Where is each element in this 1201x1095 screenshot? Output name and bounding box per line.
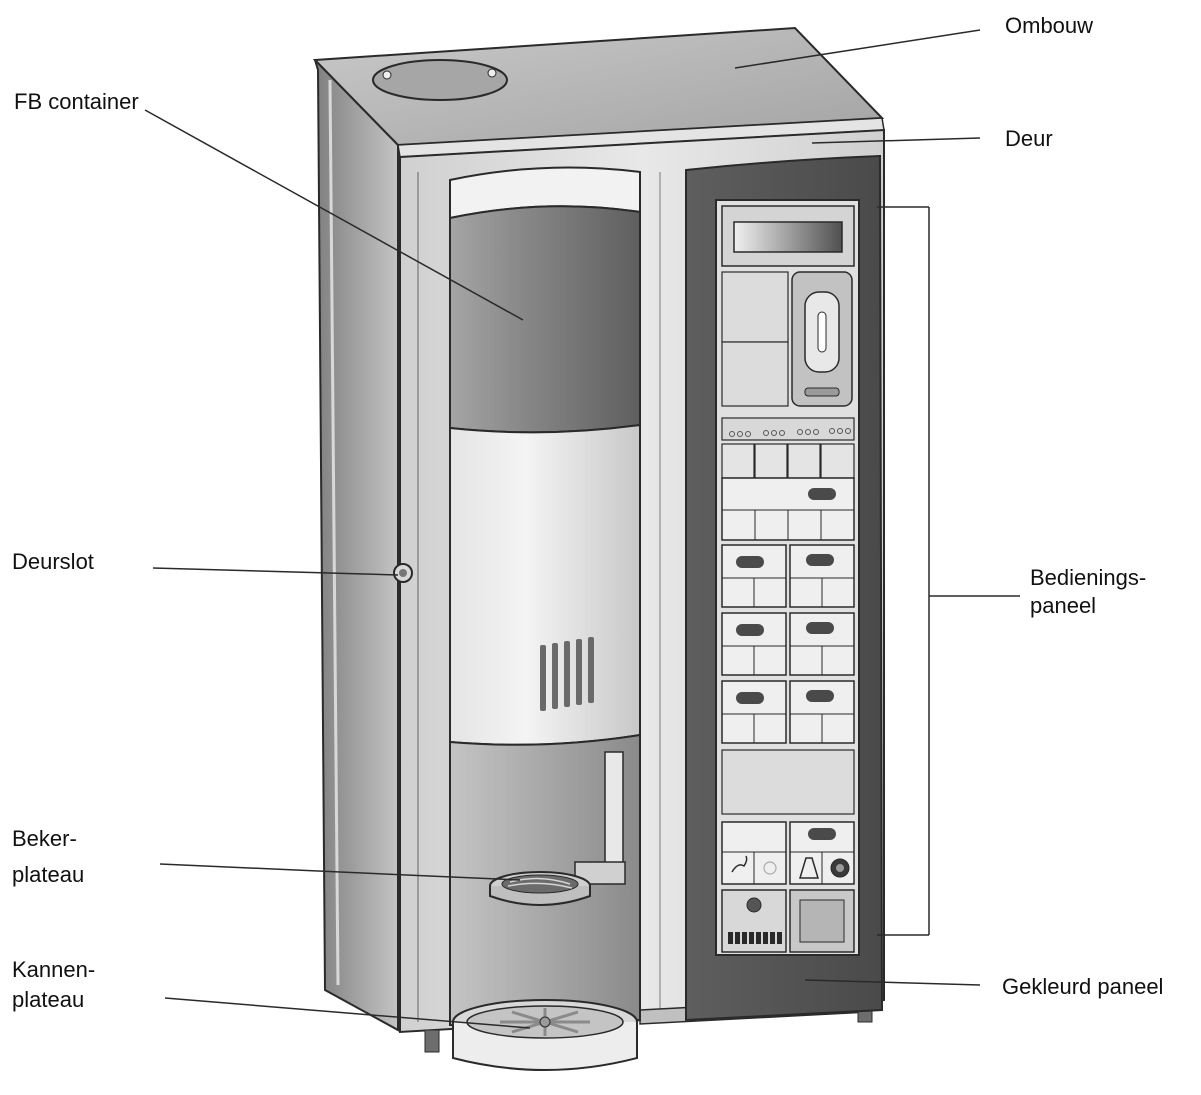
blank-tile: [721, 341, 789, 407]
hot-water-icon: [731, 855, 748, 873]
jug-button[interactable]: [789, 821, 855, 885]
cup-tray: [489, 871, 591, 906]
leader-fb-container: [144, 109, 524, 321]
reset-button-icon[interactable]: [746, 897, 762, 913]
coin-return: [804, 387, 840, 397]
top-filling-port: [372, 59, 508, 101]
label-beker-line1: Beker-: [12, 826, 77, 851]
selection-button[interactable]: [789, 680, 855, 744]
indicator-dots: [729, 428, 851, 437]
key-switch-core: [836, 864, 844, 872]
control-panel-bracket: [877, 206, 1020, 936]
cabinet: [312, 26, 885, 1032]
leader-gekleurd-paneel: [804, 979, 981, 986]
label-gekleurd-paneel: Gekleurd paneel: [1002, 974, 1163, 999]
dip-switch-icon: [728, 932, 782, 944]
key-row-small: [721, 443, 855, 479]
display-screen: [733, 221, 843, 253]
blank-tile: [721, 271, 789, 343]
labels: Ombouw FB container Deur Deurslot Bedien…: [12, 13, 1163, 1012]
sub-key-icon: [763, 861, 777, 875]
fb-container-column: [449, 166, 641, 1071]
jug-tray: [452, 999, 638, 1071]
selection-button[interactable]: [721, 680, 787, 744]
label-ombouw: Ombouw: [1005, 13, 1093, 38]
selection-button[interactable]: [721, 544, 787, 608]
leader-deurslot: [152, 567, 399, 576]
cup-tray-arm: [574, 861, 626, 885]
label-deur: Deur: [1005, 126, 1053, 151]
label-kannen-line1: Kannen-: [12, 957, 95, 982]
leader-beker-plateau: [159, 863, 521, 881]
control-panel: [715, 199, 860, 956]
selection-button[interactable]: [721, 612, 787, 676]
door-lock-keyhole: [399, 569, 407, 577]
leader-kannen-plateau: [164, 997, 531, 1029]
jug-icon: [798, 857, 820, 879]
side-highlight: [328, 79, 340, 986]
label-fb-container: FB container: [14, 89, 139, 114]
label-beker-line2: plateau: [12, 862, 84, 887]
service-door-inner: [799, 899, 845, 943]
jug-button-led: [808, 828, 836, 840]
selection-button-led: [808, 488, 836, 500]
leader-deur: [811, 137, 981, 144]
port-screw-left: [382, 70, 392, 80]
selection-button[interactable]: [789, 544, 855, 608]
port-screw-right: [487, 68, 497, 78]
coin-slot-opening: [817, 311, 827, 353]
label-bedienings-line2: paneel: [1030, 593, 1096, 618]
indicator-strip: [721, 417, 855, 441]
cabinet-side-panel: [314, 59, 399, 1032]
foot-left: [424, 1029, 440, 1053]
label-bedienings-line1: Bedienings-: [1030, 565, 1146, 590]
leader-lines: [144, 29, 981, 1029]
hot-water-button[interactable]: [721, 821, 787, 885]
fb-container: [449, 205, 641, 434]
blank-area: [721, 749, 855, 815]
leader-ombouw: [734, 29, 981, 69]
selection-button[interactable]: [789, 612, 855, 676]
vent-grille: [540, 637, 594, 711]
label-kannen-line2: plateau: [12, 987, 84, 1012]
label-deurslot: Deurslot: [12, 549, 94, 574]
